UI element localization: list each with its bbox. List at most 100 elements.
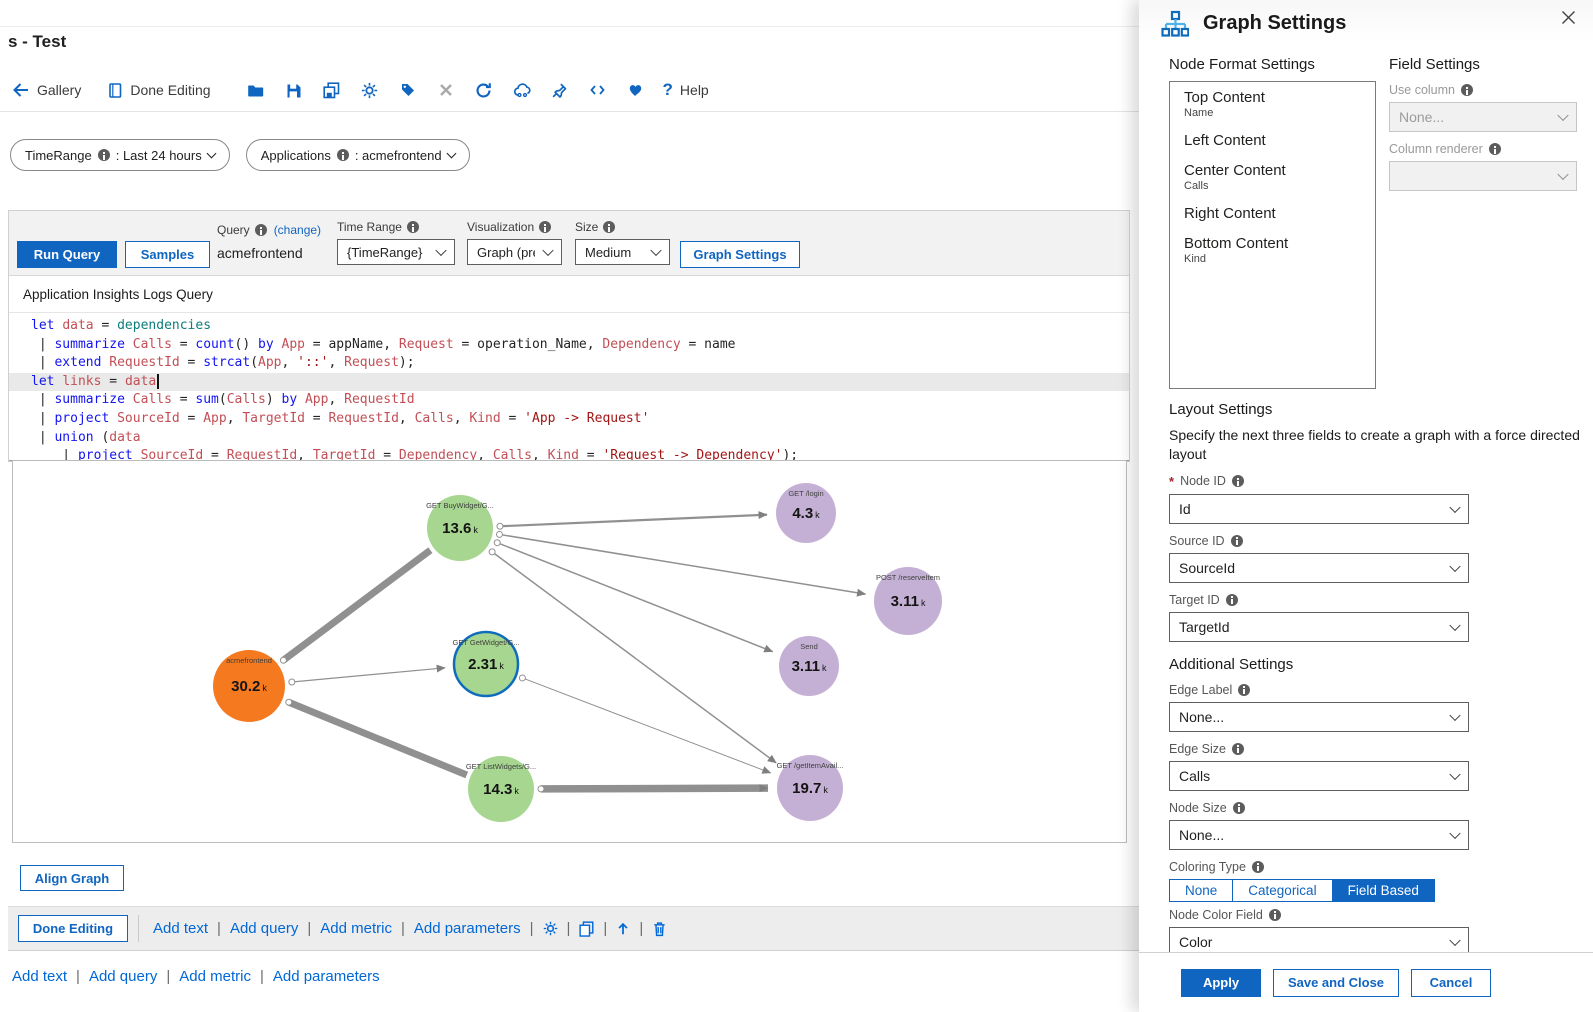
add-item-links: Add text| Add query| Add metric| Add par… [153,920,667,937]
clone-step-icon[interactable] [579,920,594,937]
samples-button[interactable]: Samples [125,241,210,268]
gallery-button[interactable]: Gallery [12,82,81,98]
code-line[interactable]: let data = dependencies [31,318,212,333]
tag-icon[interactable] [389,75,427,105]
node-id-value: Id [1179,500,1191,517]
code-line[interactable]: | project SourceId = RequestId, TargetId… [31,448,799,461]
coloring-field-based-button[interactable]: Field Based [1331,878,1435,902]
visualization-select[interactable]: Graph (pre... [467,239,562,265]
svg-text:14.3k: 14.3k [483,781,519,798]
node-size-select[interactable]: None... [1169,819,1469,850]
source-id-select[interactable]: SourceId [1169,552,1469,583]
code-line[interactable]: | union (data [31,429,141,445]
change-query-link[interactable]: (change) [273,223,322,237]
done-editing-toolbar-button[interactable]: Done Editing [107,82,211,99]
save-and-close-button[interactable]: Save and Close [1273,968,1399,997]
list-item-value: Name [1184,107,1214,119]
list-item-top-content[interactable]: Top Content Name [1170,82,1375,125]
favorite-heart-icon[interactable] [617,75,655,105]
code-view-icon[interactable] [579,75,617,105]
done-editing-button[interactable]: Done Editing [18,915,128,942]
code-line[interactable]: | extend RequestId = strcat(App, '::', R… [31,355,415,371]
chevron-down-icon [206,148,217,159]
layout-settings-description: Specify the next three fields to create … [1169,427,1580,462]
kql-code-editor[interactable]: let data = dependencies | summarize Call… [9,313,1129,461]
query-value: acmefrontend [217,245,303,261]
separator: | [76,968,80,985]
use-column-label: Use column [1389,83,1455,97]
node-id-select[interactable]: Id [1169,493,1469,524]
code-line[interactable]: let links = data [9,372,1129,392]
list-item-center-content[interactable]: Center Content Calls [1170,155,1375,198]
close-panel-icon[interactable] [1557,6,1579,28]
add-parameters-link[interactable]: Add parameters [413,920,521,937]
coloring-categorical-button[interactable]: Categorical [1232,878,1333,902]
code-line[interactable]: | summarize Calls = count() by App = app… [31,336,736,352]
help-label: Help [679,82,709,98]
cancel-button[interactable]: Cancel [1411,968,1491,997]
graph-settings-button[interactable]: Graph Settings [680,241,800,268]
coloring-none-button[interactable]: None [1169,878,1234,902]
add-query-link[interactable]: Add query [88,968,158,985]
layout-settings-heading: Layout Settings [1169,401,1273,418]
add-metric-link[interactable]: Add metric [179,968,251,985]
separator: | [566,920,571,937]
refresh-icon[interactable] [465,75,503,105]
svg-text:3.11k: 3.11k [891,593,926,610]
code-line[interactable]: | project SourceId = App, TargetId = Req… [31,410,650,426]
list-item-label: Center Content [1184,162,1286,179]
help-button[interactable]: ? Help [663,80,709,100]
edge-label-select[interactable]: None... [1169,701,1469,732]
apply-button[interactable]: Apply [1181,968,1261,997]
save-all-icon[interactable] [313,75,351,105]
target-id-select[interactable]: TargetId [1169,611,1469,642]
save-icon[interactable] [275,75,313,105]
step-settings-gear-icon[interactable] [543,921,558,936]
node-format-listbox[interactable]: Top Content Name Left Content Center Con… [1169,81,1376,389]
coloring-type-label: Coloring Type [1169,859,1246,874]
list-item-left-content[interactable]: Left Content [1170,125,1375,155]
chevron-down-icon [435,244,447,257]
add-text-link[interactable]: Add text [153,920,209,937]
open-folder-icon[interactable] [237,75,275,105]
close-x-icon[interactable] [427,75,465,105]
toolbar: Gallery Done Editing ? Help [0,69,1139,112]
size-select[interactable]: Medium [575,239,670,265]
run-query-button[interactable]: Run Query [17,241,117,268]
code-line[interactable]: | summarize Calls = sum(Calls) by App, R… [31,392,415,408]
add-text-link[interactable]: Add text [12,968,68,985]
move-up-icon[interactable] [616,921,630,936]
pin-icon[interactable] [541,75,579,105]
align-graph-button[interactable]: Align Graph [20,865,124,891]
time-range-column: Time Range {TimeRange} [337,220,455,265]
add-query-link[interactable]: Add query [229,920,299,937]
list-item-label: Top Content [1184,89,1265,106]
add-metric-link[interactable]: Add metric [320,920,392,937]
timerange-pill[interactable]: TimeRange : Last 24 hours [10,139,230,171]
chevron-down-icon [446,148,456,159]
applications-pill[interactable]: Applications : acmefrontend [245,139,470,171]
cloud-icon[interactable] [503,75,541,105]
delete-trash-icon[interactable] [652,921,667,937]
time-range-select[interactable]: {TimeRange} [337,239,455,265]
list-item-bottom-content[interactable]: Bottom Content Kind [1170,228,1375,271]
help-question-icon: ? [662,80,673,99]
settings-gear-icon[interactable] [351,75,389,105]
edge-size-select[interactable]: Calls [1169,760,1469,791]
size-label: Size [575,220,599,234]
svg-text:GET ListWidgets/G...: GET ListWidgets/G... [466,762,536,771]
list-item-right-content[interactable]: Right Content [1170,198,1375,228]
separator: | [529,920,534,937]
column-renderer-select [1389,161,1577,191]
add-parameters-link[interactable]: Add parameters [272,968,380,985]
